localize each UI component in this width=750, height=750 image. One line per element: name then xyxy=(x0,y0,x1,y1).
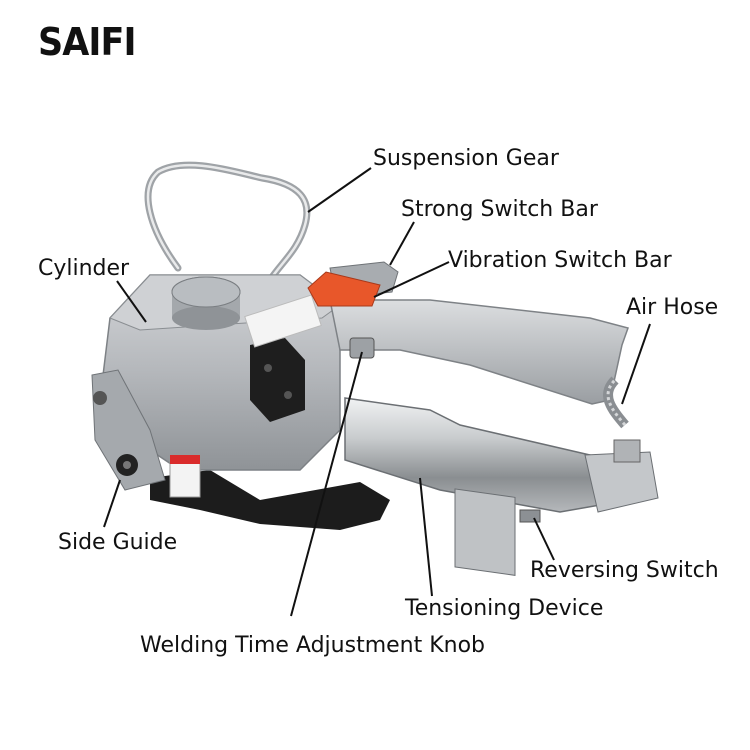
air-hose-coil xyxy=(603,376,629,429)
leader-strong-switch-bar xyxy=(389,221,415,266)
brand-logo: SAIFI xyxy=(38,20,136,64)
label-reversing-switch: Reversing Switch xyxy=(530,558,719,583)
side-plate xyxy=(250,338,305,422)
label-air-hose: Air Hose xyxy=(626,295,719,320)
label-cylinder: Cylinder xyxy=(38,256,130,281)
label-vibration-switch-bar: Vibration Switch Bar xyxy=(448,248,672,273)
leader-vibration-switch-bar xyxy=(373,261,450,298)
leader-cylinder xyxy=(116,280,147,323)
label-welding-time-adjustment-knob: Welding Time Adjustment Knob xyxy=(140,633,486,658)
label-side-guide: Side Guide xyxy=(58,530,178,555)
label-suspension-gear: Suspension Gear xyxy=(373,146,559,171)
leader-side-guide xyxy=(103,479,121,528)
base-plate xyxy=(150,470,390,530)
welding-time-knob xyxy=(349,337,375,359)
handle-grip xyxy=(329,299,629,405)
label-strong-switch-bar: Strong Switch Bar xyxy=(401,197,598,222)
reversing-switch-lever xyxy=(519,509,541,523)
leader-reversing-switch xyxy=(533,517,555,561)
label-tensioning-device: Tensioning Device xyxy=(405,596,604,621)
leader-welding-time-knob xyxy=(290,351,363,617)
leader-suspension-gear xyxy=(307,167,372,213)
leader-tensioning-device xyxy=(419,477,433,597)
leader-air-hose xyxy=(621,323,651,405)
leader-lines xyxy=(103,167,651,617)
side-guide-block xyxy=(91,369,166,491)
